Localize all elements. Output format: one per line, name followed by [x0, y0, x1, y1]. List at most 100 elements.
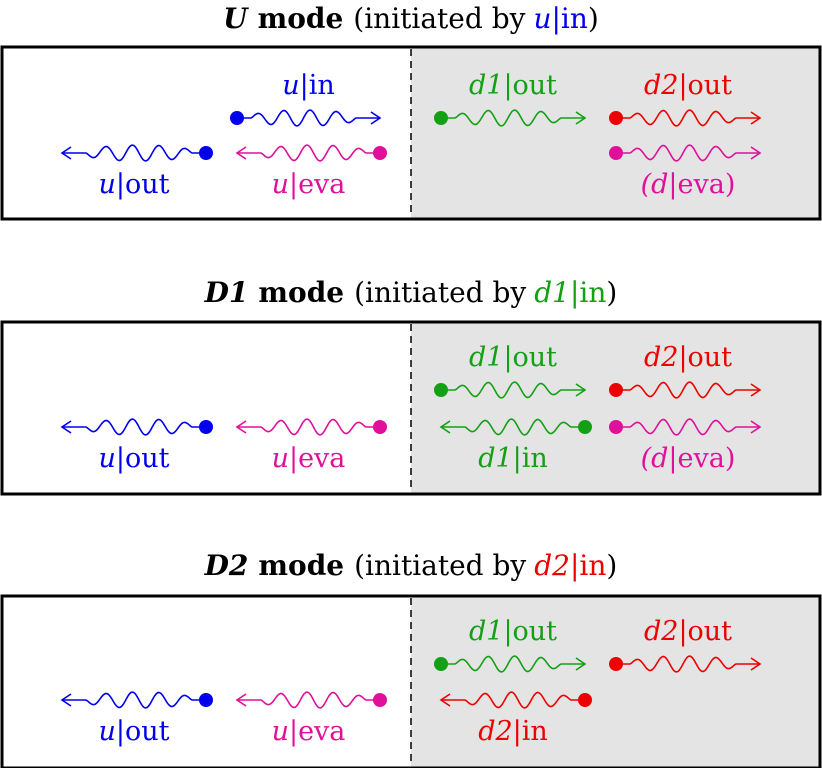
- wave-line: [441, 109, 585, 127]
- arrow-head-icon: [575, 657, 587, 671]
- wave-label-u-in-suffix: |in: [300, 70, 335, 101]
- wave-line: [441, 418, 585, 436]
- wave-label-u-in: u|in: [282, 70, 335, 101]
- wave-label-u-out: u|out: [99, 169, 170, 200]
- shaded-region: [411, 596, 820, 768]
- source-dot-icon: [434, 111, 448, 125]
- wave-label-d2-out-suffix: |out: [678, 342, 732, 373]
- source-dot-icon: [199, 146, 213, 160]
- wave-label-d1-in-var: d1: [478, 443, 512, 474]
- source-dot-icon: [199, 693, 213, 707]
- panel-title-suffix: |in: [570, 276, 606, 309]
- wave-label-d1-out-var: d1: [469, 70, 503, 101]
- wave-line: [616, 144, 760, 162]
- wave-label-u-in-var: u: [282, 70, 299, 101]
- wave-line: [616, 418, 760, 436]
- wave-label-u-eva-var: u: [272, 716, 289, 747]
- source-dot-icon: [434, 383, 448, 397]
- arrow-head-icon: [750, 146, 762, 160]
- panel-title-close: ): [606, 549, 617, 582]
- wave-label-d1-out-suffix: |out: [503, 616, 557, 647]
- wave-label-d2-in-suffix: |in: [513, 716, 548, 747]
- wave-line: [62, 144, 206, 162]
- wave-label-d-eva-suffix: |eva): [668, 443, 735, 474]
- source-dot-icon: [434, 657, 448, 671]
- shaded-region: [411, 47, 820, 219]
- wave-label-u-eva-suffix: |eva: [289, 169, 345, 200]
- panel-title-initiated: (initiated by: [353, 2, 525, 35]
- wave-d2-out: d2|out: [609, 342, 762, 399]
- source-dot-icon: [609, 146, 623, 160]
- wave-label-d2-out-suffix: |out: [678, 616, 732, 647]
- wave-line: [237, 144, 380, 162]
- wave-label-u-eva: u|eva: [272, 443, 346, 474]
- wave-label-u-out-suffix: |out: [116, 443, 170, 474]
- wave-label-u-out: u|out: [99, 443, 170, 474]
- wave-d2-in: d2|in: [439, 691, 592, 747]
- panel-title-initiated: (initiated by: [354, 276, 526, 309]
- source-dot-icon: [609, 657, 623, 671]
- wave-u-eva: u|eva: [235, 418, 387, 474]
- wave-line: [616, 381, 760, 399]
- wave-label-u-out-var: u: [99, 443, 116, 474]
- panel-title-mode-letter: D2: [204, 549, 249, 582]
- panel-frame: [0, 45, 822, 221]
- wave-label-d2-out-var: d2: [644, 70, 678, 101]
- arrow-head-icon: [235, 693, 247, 707]
- arrow-head-icon: [439, 693, 451, 707]
- wave-label-d2-out: d2|out: [644, 70, 732, 101]
- wave-u-eva: u|eva: [235, 144, 387, 200]
- wave-label-d1-in-suffix: |in: [513, 443, 548, 474]
- wave-u-in: u|in: [230, 70, 382, 127]
- wave-d2-out: d2|out: [609, 616, 762, 673]
- wave-d1-out: d1|out: [434, 70, 587, 127]
- wave-u-out: u|out: [60, 144, 213, 200]
- wave-label-u-out-suffix: |out: [116, 716, 170, 747]
- wave-label-d2-out: d2|out: [644, 342, 732, 373]
- wave-label-u-out-var: u: [99, 169, 116, 200]
- wave-label-d1-out-var: d1: [469, 342, 503, 373]
- wave-label-d-eva-var: (d: [641, 443, 669, 474]
- wave-d1-in: d1|in: [439, 418, 592, 474]
- wave-label-d2-out: d2|out: [644, 616, 732, 647]
- wave-label-d1-out: d1|out: [469, 70, 557, 101]
- source-dot-icon: [373, 693, 387, 707]
- wave-line: [616, 109, 760, 127]
- wave-label-d1-out-var: d1: [469, 616, 503, 647]
- wave-label-u-out: u|out: [99, 716, 170, 747]
- source-dot-icon: [373, 146, 387, 160]
- panel-title-initiated: (initiated by: [354, 549, 526, 582]
- source-dot-icon: [578, 693, 592, 707]
- shaded-region: [411, 322, 820, 494]
- wave-u-out: u|out: [60, 418, 213, 474]
- arrow-head-icon: [439, 420, 451, 434]
- wave-line: [441, 381, 585, 399]
- wave-label-d1-in: d1|in: [478, 443, 548, 474]
- arrow-head-icon: [235, 146, 247, 160]
- arrow-head-icon: [750, 383, 762, 397]
- source-dot-icon: [373, 420, 387, 434]
- arrow-head-icon: [60, 420, 72, 434]
- wave-label-d2-in: d2|in: [478, 716, 548, 747]
- source-dot-icon: [609, 383, 623, 397]
- wave-line: [62, 691, 206, 709]
- wave-line: [237, 418, 380, 436]
- panel-title-close: ): [606, 276, 617, 309]
- wave-label-d-eva: (d|eva): [641, 443, 736, 474]
- wave-label-d-eva: (d|eva): [641, 169, 736, 200]
- wave-label-d-eva-var: (d: [641, 169, 669, 200]
- wave-line: [237, 109, 380, 127]
- arrow-head-icon: [370, 111, 382, 125]
- wave-line: [616, 655, 760, 673]
- arrow-head-icon: [750, 111, 762, 125]
- panel-title-close: ): [588, 2, 599, 35]
- wave-label-d2-out-var: d2: [644, 616, 678, 647]
- wave-d-eva: (d|eva): [609, 418, 762, 474]
- panel-title-mode-letter: U: [223, 2, 249, 35]
